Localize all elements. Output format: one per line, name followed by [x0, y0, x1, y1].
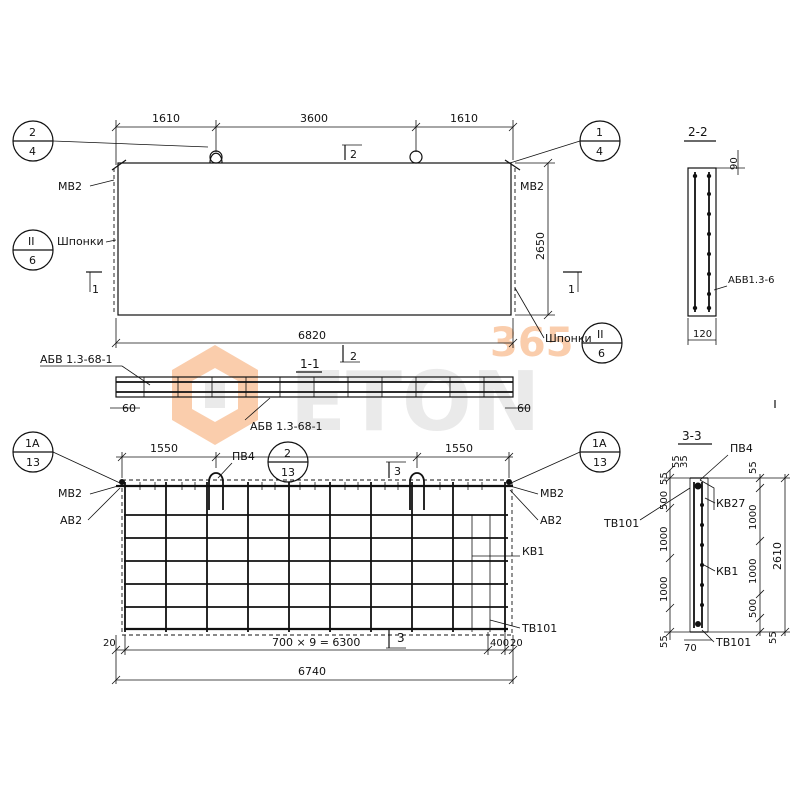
- top-view: 1610 3600 1610 2650 6820 2 4 1 4: [12, 112, 623, 364]
- callout-II-6-right: II 6: [581, 322, 623, 364]
- section-mark-1-right: 1: [563, 271, 582, 296]
- svg-text:II: II: [597, 328, 604, 341]
- watermark-logo-mark: [172, 345, 258, 445]
- callout-1-4: 1 4: [509, 120, 621, 164]
- label-mb2-right: МВ2: [520, 180, 544, 193]
- vertical-bars: [124, 482, 506, 632]
- sec3-dim-1000-left-b: 1000: [659, 577, 670, 602]
- sec3-label-tb101-bottom: ТВ101: [715, 636, 751, 649]
- sec3-dim-70: 70: [684, 643, 697, 654]
- svg-text:13: 13: [26, 456, 40, 469]
- section-2-2-title: 2-2: [688, 125, 708, 139]
- reinf-section-mark-3-bottom: 3: [386, 630, 406, 649]
- reinf-dim-edge-right: 20: [510, 638, 523, 649]
- section-2-2-dim-top: 90: [729, 157, 740, 170]
- callout-II-6-left: II 6: [12, 229, 54, 271]
- section-1-1-mark-2: 2: [340, 345, 360, 363]
- reinf-dim-edge-left: 20: [103, 638, 116, 649]
- section-3-3: 3-3 ПВ4 КВ27 ТВ101 КВ1 ТВ101: [603, 429, 790, 654]
- svg-text:II: II: [28, 235, 35, 248]
- section-1-1: 1-1 2 АБВ 1.3-68-1 АБВ 1.3-68-1: [40, 345, 531, 433]
- callout-2-4: 2 4: [12, 120, 209, 162]
- svg-text:6: 6: [29, 254, 36, 267]
- reinf-dim-spacing: 700 × 9 = 6300: [272, 636, 360, 649]
- section-1-1-dim-right: 60: [517, 402, 531, 415]
- watermark: ETON 365: [172, 320, 574, 450]
- svg-text:2: 2: [29, 126, 36, 139]
- section-2-2-label: АБВ1.3-6: [728, 275, 774, 286]
- label-mb2-left: МВ2: [58, 180, 82, 193]
- sec3-dim-55-bottom-left: 55: [659, 635, 670, 648]
- svg-text:13: 13: [281, 466, 295, 479]
- reinf-label-mb2-left: МВ2: [58, 487, 82, 500]
- label-abv-top: АБВ 1.3-68-1: [40, 353, 113, 366]
- reinf-section-mark-3-top: 3: [386, 461, 406, 478]
- reinf-label-kb1: КВ1: [522, 545, 544, 558]
- label-shponki-right: Шпонки: [545, 332, 592, 345]
- svg-text:1: 1: [596, 126, 603, 139]
- reinf-dim-left: 1550: [150, 442, 178, 455]
- sec3-label-tb101-left: ТВ101: [603, 517, 639, 530]
- top-dim-left: 1610: [152, 112, 180, 125]
- sec3-dim-1000-left-a: 1000: [659, 527, 670, 552]
- section-3-3-title: 3-3: [682, 429, 702, 443]
- horizontal-bars: [116, 484, 513, 631]
- loop-pb4-left: [208, 472, 224, 510]
- sec3-dim-35: 35: [679, 455, 690, 468]
- section-1-1-dim-left: 60: [122, 402, 136, 415]
- reinf-dim-400: 400: [490, 638, 509, 649]
- svg-text:6: 6: [598, 347, 605, 360]
- sec3-dim-2610: 2610: [771, 542, 784, 570]
- reinf-dim-total: 6740: [298, 665, 326, 678]
- svg-text:3: 3: [397, 631, 405, 645]
- svg-text:1А: 1А: [25, 437, 40, 450]
- sec3-dim-55-right-bottom: 55: [768, 631, 779, 644]
- sec3-label-kb27: КВ27: [716, 497, 745, 510]
- sec3-dim-55-top: 55: [671, 455, 682, 468]
- reinf-label-mb2-right: МВ2: [540, 487, 564, 500]
- reinf-label-tb101: ТВ101: [521, 622, 557, 635]
- reinforcement-view: 1550 1550 1А 13 2 13 1А 13 ПВ4 МВ2 АВ2: [12, 431, 621, 685]
- top-dim-length: 6820: [298, 329, 326, 342]
- panel-outline: [117, 162, 512, 316]
- sec3-dim-55-top-left: 55: [659, 472, 670, 485]
- section-mark-2-top: 2: [342, 144, 362, 161]
- svg-text:1: 1: [92, 283, 99, 296]
- svg-text:13: 13: [593, 456, 607, 469]
- sec3-dim-1000-right-a: 1000: [748, 505, 759, 530]
- reinf-label-ab2-right: АВ2: [540, 514, 562, 527]
- callout-2-13: 2 13: [267, 441, 309, 483]
- top-dim-mid: 3600: [300, 112, 328, 125]
- svg-text:2: 2: [350, 148, 357, 161]
- svg-text:1А: 1А: [592, 437, 607, 450]
- sec3-label-kb1: КВ1: [716, 565, 738, 578]
- svg-text:4: 4: [596, 145, 603, 158]
- svg-text:4: 4: [29, 145, 36, 158]
- reinf-label-ab2-left: АВ2: [60, 514, 82, 527]
- svg-text:3: 3: [394, 465, 401, 478]
- sec3-dim-500-right: 500: [748, 599, 759, 618]
- reinf-dim-right: 1550: [445, 442, 473, 455]
- sec3-dim-55-right-top: 55: [748, 461, 759, 474]
- top-dim-height: 2650: [534, 232, 547, 260]
- watermark-brand: ETON: [290, 355, 540, 450]
- section-2-2-dim-width: 120: [693, 329, 712, 340]
- section-mark-1-left: 1: [86, 271, 102, 296]
- section-1-1-title: 1-1: [300, 357, 320, 371]
- loop-pb4-right: [409, 472, 425, 510]
- reinf-label-pb4: ПВ4: [232, 450, 255, 463]
- svg-text:2: 2: [284, 447, 291, 460]
- sec3-dim-500-left: 500: [659, 491, 670, 510]
- svg-text:2: 2: [350, 350, 357, 363]
- section-2-2: 2-2 90 АБВ1.3-6 120: [684, 125, 774, 345]
- callout-1A-13-right: 1А 13: [510, 431, 621, 484]
- sec3-dim-1000-right-b: 1000: [748, 559, 759, 584]
- label-abv-bottom: АБВ 1.3-68-1: [250, 420, 323, 433]
- svg-text:1: 1: [568, 283, 575, 296]
- sec3-label-pb4: ПВ4: [730, 442, 753, 455]
- callout-1A-13-left: 1А 13: [12, 431, 121, 484]
- top-dim-right: 1610: [450, 112, 478, 125]
- label-shponki-left: Шпонки: [57, 235, 104, 248]
